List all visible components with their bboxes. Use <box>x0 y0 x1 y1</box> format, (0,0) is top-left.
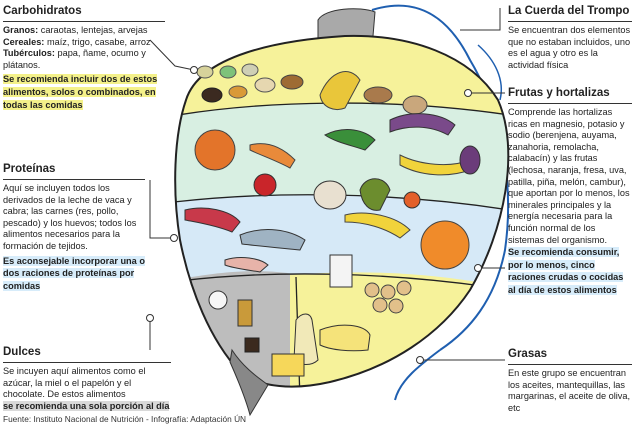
cereales-label: Cereales: <box>3 36 45 47</box>
cuerda-block: La Cuerda del Trompo Se encuentran dos e… <box>508 4 632 71</box>
grasas-title: Grasas <box>508 348 548 360</box>
divider <box>508 103 632 104</box>
carbohidratos-recommendation: Se recomienda incluir dos de estos alime… <box>3 74 158 110</box>
proteinas-title: Proteínas <box>3 163 56 175</box>
grasas-text: En este grupo se encuentran los aceites,… <box>508 368 631 413</box>
carbs-foods <box>196 63 428 115</box>
fruits-foods <box>194 113 481 270</box>
cereales-text: maíz, trigo, casabe, arroz <box>46 36 151 47</box>
frutas-block: Frutas y hortalizas Comprende las hortal… <box>508 86 632 297</box>
divider <box>3 21 165 22</box>
tuberculos-text: papa, ñame, ocumo y plátanos. <box>3 48 146 70</box>
proteinas-block: Proteínas Aquí se incluyen todos los der… <box>3 162 145 292</box>
divider <box>3 362 171 363</box>
dulces-block: Dulces Se incuyen aquí alimentos como el… <box>3 345 171 412</box>
connector-lines <box>146 8 505 364</box>
carbohidratos-title: Carbohidratos <box>3 5 82 17</box>
dulces-text: Se incuyen aquí alimentos como el azúcar… <box>3 366 146 400</box>
cuerda-text: Se encuentran dos elementos que no estab… <box>508 25 631 70</box>
granos-text: caraotas, lentejas, arvejas <box>40 25 148 35</box>
string-loop <box>477 44 502 101</box>
trompo-tip <box>229 348 269 417</box>
divider <box>3 179 145 180</box>
dulces-foods <box>208 290 260 353</box>
tuberculos-label: Tubérculos: <box>3 48 55 59</box>
proteinas-text: Aquí se incluyen todos los derivados de … <box>3 183 137 251</box>
trompo-outline <box>174 34 510 388</box>
dulces-title: Dulces <box>3 346 41 358</box>
divider <box>508 21 632 22</box>
grasas-foods <box>271 313 371 377</box>
dulces-band <box>175 271 300 387</box>
frutas-title: Frutas y hortalizas <box>508 87 610 99</box>
protein-foods <box>184 207 412 314</box>
cuerda-title: La Cuerda del Trompo <box>508 5 630 17</box>
grasas-block: Grasas En este grupo se encuentran los a… <box>508 347 632 414</box>
dulces-recommendation: se recomienda una sola porción al día <box>3 400 170 411</box>
proteinas-recommendation: Es aconsejable incorporar una o dos raci… <box>3 255 145 291</box>
granos-label: Granos: <box>3 25 39 35</box>
carbohidratos-block: Carbohidratos Granos: caraotas, lentejas… <box>3 4 165 111</box>
frutas-recommendation: Se recomienda consumir, por lo menos, ci… <box>508 247 624 295</box>
string-line-2 <box>394 349 441 401</box>
source-credit: Fuente: Instituto Nacional de Nutrición … <box>3 414 247 424</box>
divider <box>508 364 632 365</box>
frutas-text: Comprende las hortalizas ricas en magnes… <box>508 107 630 245</box>
